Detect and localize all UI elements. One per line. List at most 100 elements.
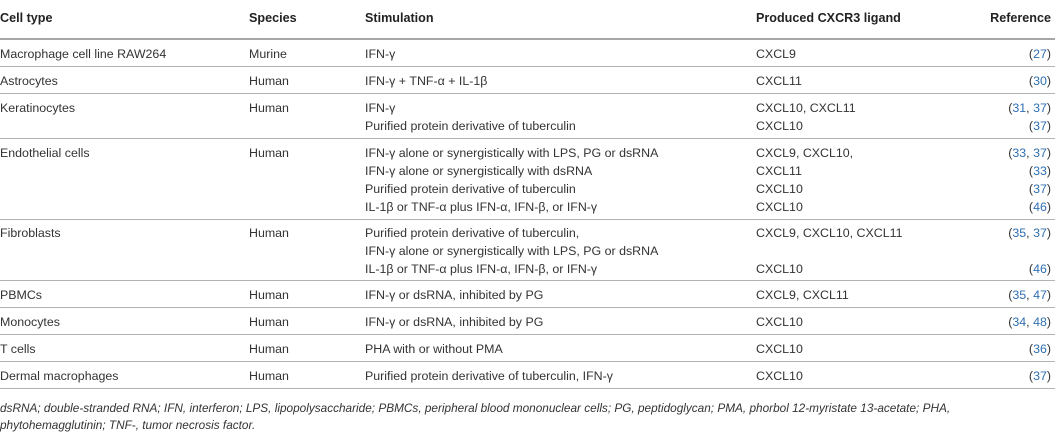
reference: (27) — [1028, 47, 1051, 61]
stimulation: Purified protein derivative of tuberculi… — [365, 226, 580, 240]
table-row-group: PBMCs Human IFN-γ or dsRNA, inhibited by P… — [0, 281, 1055, 308]
table-row: PBMCs Human IFN-γ or dsRNA, inhibited by P… — [0, 285, 1055, 303]
table-row-group: Fibroblasts Human Purified protein derivat… — [0, 220, 1055, 281]
reference: (35, 37) — [1008, 226, 1051, 240]
produced-ligand: CXCL10 — [756, 119, 803, 133]
cell-type: Keratinocytes — [0, 101, 76, 115]
table-row: IFN-γ alone or synergistically with dsRN… — [0, 161, 1055, 179]
stimulation: IFN-γ alone or synergistically with LPS,… — [365, 244, 659, 258]
reference-link[interactable]: 30 — [1033, 74, 1047, 88]
table-row: Endothelial cells Human IFN-γ alone or syn… — [0, 143, 1055, 161]
species: Human — [249, 369, 289, 383]
reference-link[interactable]: 37 — [1033, 226, 1047, 240]
table-row: Astrocytes Human IFN-γ + TNF-α + IL-1β CXCL… — [0, 71, 1055, 89]
table-row: Monocytes Human IFN-γ or dsRNA, inhibited … — [0, 312, 1055, 330]
cell-type: Monocytes — [0, 315, 60, 329]
reference-link[interactable]: 27 — [1033, 47, 1047, 61]
stimulation: Purified protein derivative of tuberculi… — [365, 182, 576, 196]
reference: (34, 48) — [1008, 315, 1051, 329]
reference-link[interactable]: 36 — [1033, 342, 1047, 356]
species: Human — [249, 288, 289, 302]
produced-ligand: CXCL10 — [756, 182, 803, 196]
reference: (46) — [1028, 262, 1051, 276]
reference-link[interactable]: 46 — [1033, 262, 1047, 276]
table-row: IL-1β or TNF-α plus IFN-α, IFN-β, or IFN… — [0, 197, 1055, 215]
reference-link[interactable]: 37 — [1033, 182, 1047, 196]
reference: (33, 37) — [1008, 146, 1051, 160]
reference: (36) — [1028, 342, 1051, 356]
species: Human — [249, 101, 289, 115]
cell-type: Macrophage cell line RAW264 — [0, 47, 167, 61]
produced-ligand: CXCL10 — [756, 369, 803, 383]
reference-link[interactable]: 37 — [1033, 101, 1047, 115]
species: Murine — [249, 47, 287, 61]
reference-link[interactable]: 37 — [1033, 146, 1047, 160]
reference-link[interactable]: 34 — [1012, 315, 1027, 329]
species: Human — [249, 342, 289, 356]
reference-link[interactable]: 48 — [1033, 315, 1047, 329]
reference-link[interactable]: 31 — [1012, 101, 1027, 115]
produced-ligand: CXCL10, CXCL11 — [756, 101, 856, 115]
reference: (35, 47) — [1008, 288, 1051, 302]
table-row-group: Astrocytes Human IFN-γ + TNF-α + IL-1β CXCL… — [0, 67, 1055, 94]
header-ligand: Produced CXCR3 ligand — [756, 11, 901, 25]
reference-link[interactable]: 37 — [1033, 119, 1047, 133]
stimulation: IL-1β or TNF-α plus IFN-α, IFN-β, or IFN… — [365, 262, 598, 276]
reference-link[interactable]: 46 — [1033, 200, 1047, 214]
table-row: Dermal macrophages Human Purified protein … — [0, 366, 1055, 384]
produced-ligand: CXCL10 — [756, 262, 803, 276]
stimulation: Purified protein derivative of tuberculi… — [365, 369, 613, 383]
produced-ligand: CXCL11 — [756, 74, 802, 88]
stimulation: IFN-γ — [365, 47, 396, 61]
produced-ligand: CXCL10 — [756, 342, 803, 356]
header-reference: Reference — [990, 11, 1051, 25]
stimulation: IFN-γ or dsRNA, inhibited by PG — [365, 315, 544, 329]
table-header: Cell type Species Stimulation Produced C… — [0, 0, 1055, 40]
cxcr3-ligand-table: Cell type Species Stimulation Produced C… — [0, 0, 1055, 389]
table-row-group: Dermal macrophages Human Purified protein … — [0, 362, 1055, 389]
produced-ligand: CXCL10 — [756, 315, 803, 329]
table-row: Purified protein derivative of tuberculi… — [0, 179, 1055, 197]
cell-type: Astrocytes — [0, 74, 58, 88]
produced-ligand: CXCL11 — [756, 164, 802, 178]
species: Human — [249, 146, 289, 160]
reference-link[interactable]: 35 — [1012, 288, 1027, 302]
reference-link[interactable]: 37 — [1033, 369, 1047, 383]
stimulation: IFN-γ alone or synergistically with dsRN… — [365, 164, 593, 178]
cell-type: T cells — [0, 342, 36, 356]
table-row: T cells Human PHA with or without PMA CXCL1… — [0, 339, 1055, 357]
cell-type: Dermal macrophages — [0, 369, 119, 383]
cell-type: Endothelial cells — [0, 146, 90, 160]
table-footnote: dsRNA; double-stranded RNA; IFN, interfe… — [0, 401, 951, 432]
cell-type: Fibroblasts — [0, 226, 61, 240]
reference: (37) — [1028, 182, 1051, 196]
reference: (31, 37) — [1008, 101, 1051, 115]
table-row-group: T cells Human PHA with or without PMA CXCL1… — [0, 335, 1055, 362]
stimulation: IFN-γ or dsRNA, inhibited by PG — [365, 288, 544, 302]
table-row: IL-1β or TNF-α plus IFN-α, IFN-β, or IFN… — [0, 259, 1055, 277]
cell-type: PBMCs — [0, 288, 42, 302]
reference: (46) — [1028, 200, 1051, 214]
species: Human — [249, 315, 289, 329]
table-row: Purified protein derivative of tuberculi… — [0, 116, 1055, 134]
produced-ligand: CXCL10 — [756, 200, 803, 214]
species: Human — [249, 74, 289, 88]
stimulation: PHA with or without PMA — [365, 342, 503, 356]
reference-link[interactable]: 35 — [1012, 226, 1027, 240]
stimulation: IFN-γ + TNF-α + IL-1β — [365, 74, 488, 88]
species: Human — [249, 226, 289, 240]
reference-link[interactable]: 33 — [1033, 164, 1047, 178]
reference-link[interactable]: 47 — [1033, 288, 1047, 302]
stimulation: IFN-γ alone or synergistically with LPS,… — [365, 146, 659, 160]
produced-ligand: CXCL9, CXCL10, CXCL11 — [756, 226, 903, 240]
stimulation: IL-1β or TNF-α plus IFN-α, IFN-β, or IFN… — [365, 200, 598, 214]
header-species: Species — [249, 11, 297, 25]
table-row: IFN-γ alone or synergistically with LPS,… — [0, 241, 1055, 259]
reference: (33) — [1028, 164, 1051, 178]
reference: (30) — [1028, 74, 1051, 88]
reference-link[interactable]: 33 — [1012, 146, 1027, 160]
